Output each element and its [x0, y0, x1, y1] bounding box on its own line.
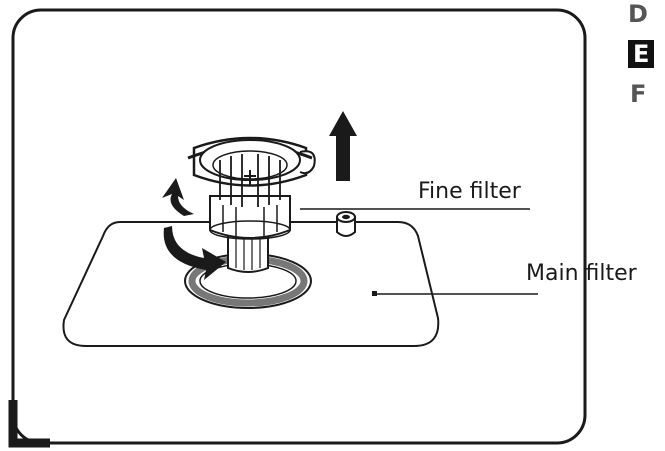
plate-post [336, 211, 356, 237]
main-filter-label: Main filter [526, 261, 637, 286]
side-tab-f: F [630, 80, 647, 108]
fine-filter-label: Fine filter [418, 179, 521, 204]
diagram-frame [11, 8, 587, 445]
frame-corner-accent [8, 400, 50, 448]
fine-filter [187, 136, 316, 273]
side-tab-d: D [628, 0, 648, 28]
rotate-arrow-upper [162, 178, 194, 216]
side-tab-e: E [628, 40, 655, 68]
main-filter-leader-dot [372, 291, 377, 296]
lift-arrow-icon [329, 111, 357, 181]
rotate-arrow-lower [163, 226, 226, 280]
